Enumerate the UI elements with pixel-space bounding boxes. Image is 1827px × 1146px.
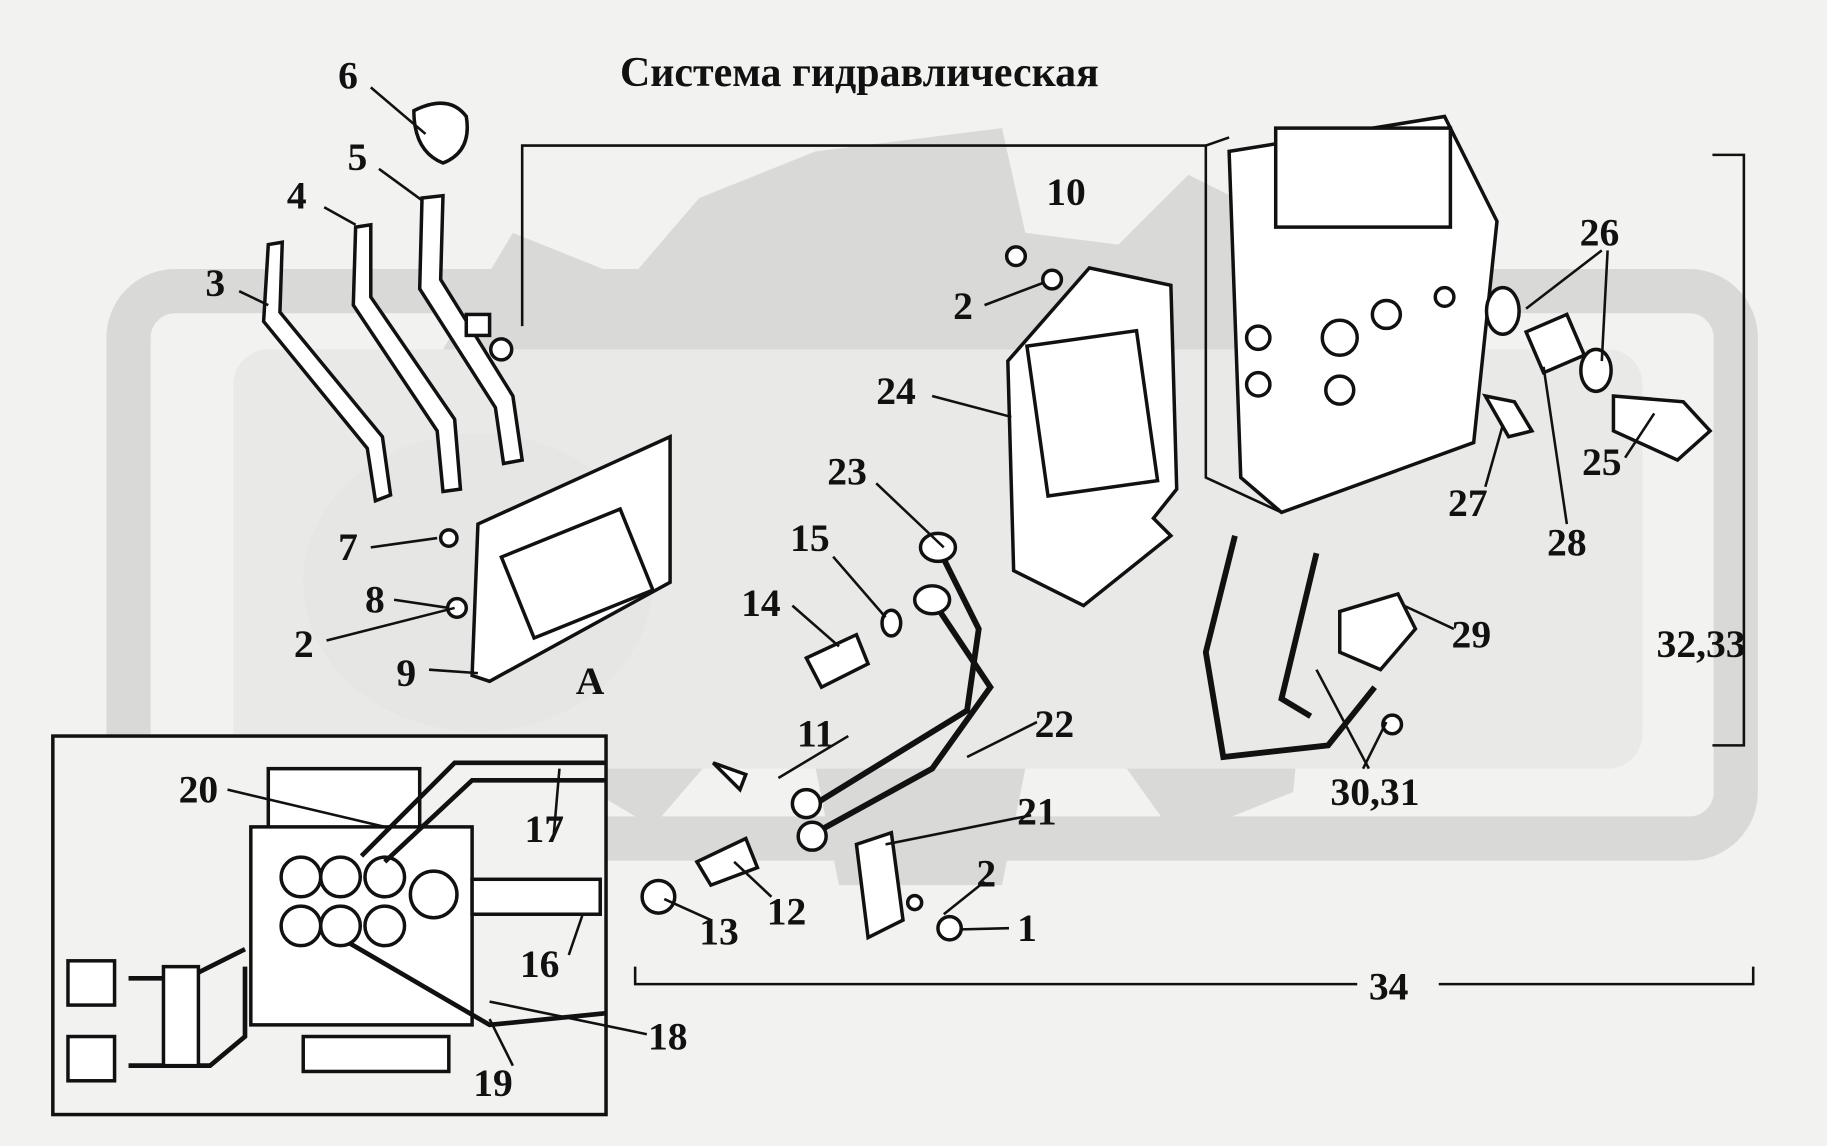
callout-5: 5 (347, 135, 367, 179)
diagram-title: Система гидравлическая (620, 50, 1099, 96)
callout-6: 6 (338, 54, 358, 98)
callout-1: 1 (1017, 906, 1037, 950)
callout-4: 4 (287, 173, 307, 217)
callout-27: 27 (1448, 481, 1488, 525)
callout-30-31: 30,31 (1330, 770, 1419, 814)
callout-28: 28 (1547, 521, 1587, 565)
inset-detail (51, 734, 648, 1117)
callout-29: 29 (1452, 613, 1492, 657)
callout-22: 22 (1035, 702, 1075, 746)
callout-12: 12 (767, 890, 807, 934)
callout-13: 13 (699, 910, 739, 954)
callout-24: 24 (876, 369, 916, 413)
callout-17: 17 (525, 807, 565, 851)
callout-23: 23 (827, 449, 867, 493)
callout-2c: 2 (976, 851, 996, 895)
callout-2b: 2 (294, 622, 314, 666)
hydraulic-distributor (1227, 114, 1499, 515)
callout-21: 21 (1017, 790, 1057, 834)
callout-a: A (576, 659, 605, 703)
callout-34: 34 (1369, 964, 1409, 1008)
callout-2: 2 (953, 284, 973, 328)
callout-labels: 6 5 4 3 10 2 24 26 23 15 14 25 27 28 7 8… (179, 54, 1746, 1105)
callout-32-33: 32,33 (1657, 622, 1746, 666)
leader-lines (238, 86, 1755, 986)
callout-8: 8 (365, 578, 385, 622)
levers (261, 101, 525, 504)
callout-7: 7 (338, 525, 358, 569)
callout-11: 11 (797, 712, 834, 756)
callout-14: 14 (741, 581, 781, 625)
callout-19: 19 (473, 1061, 513, 1105)
callout-18: 18 (648, 1014, 688, 1058)
callout-25: 25 (1582, 440, 1622, 484)
callout-10: 10 (1046, 170, 1086, 214)
callout-9: 9 (396, 651, 416, 695)
callout-15: 15 (790, 516, 830, 560)
callout-16: 16 (520, 942, 560, 986)
callout-20: 20 (179, 767, 219, 811)
callout-26: 26 (1580, 211, 1620, 255)
callout-3: 3 (205, 261, 225, 305)
